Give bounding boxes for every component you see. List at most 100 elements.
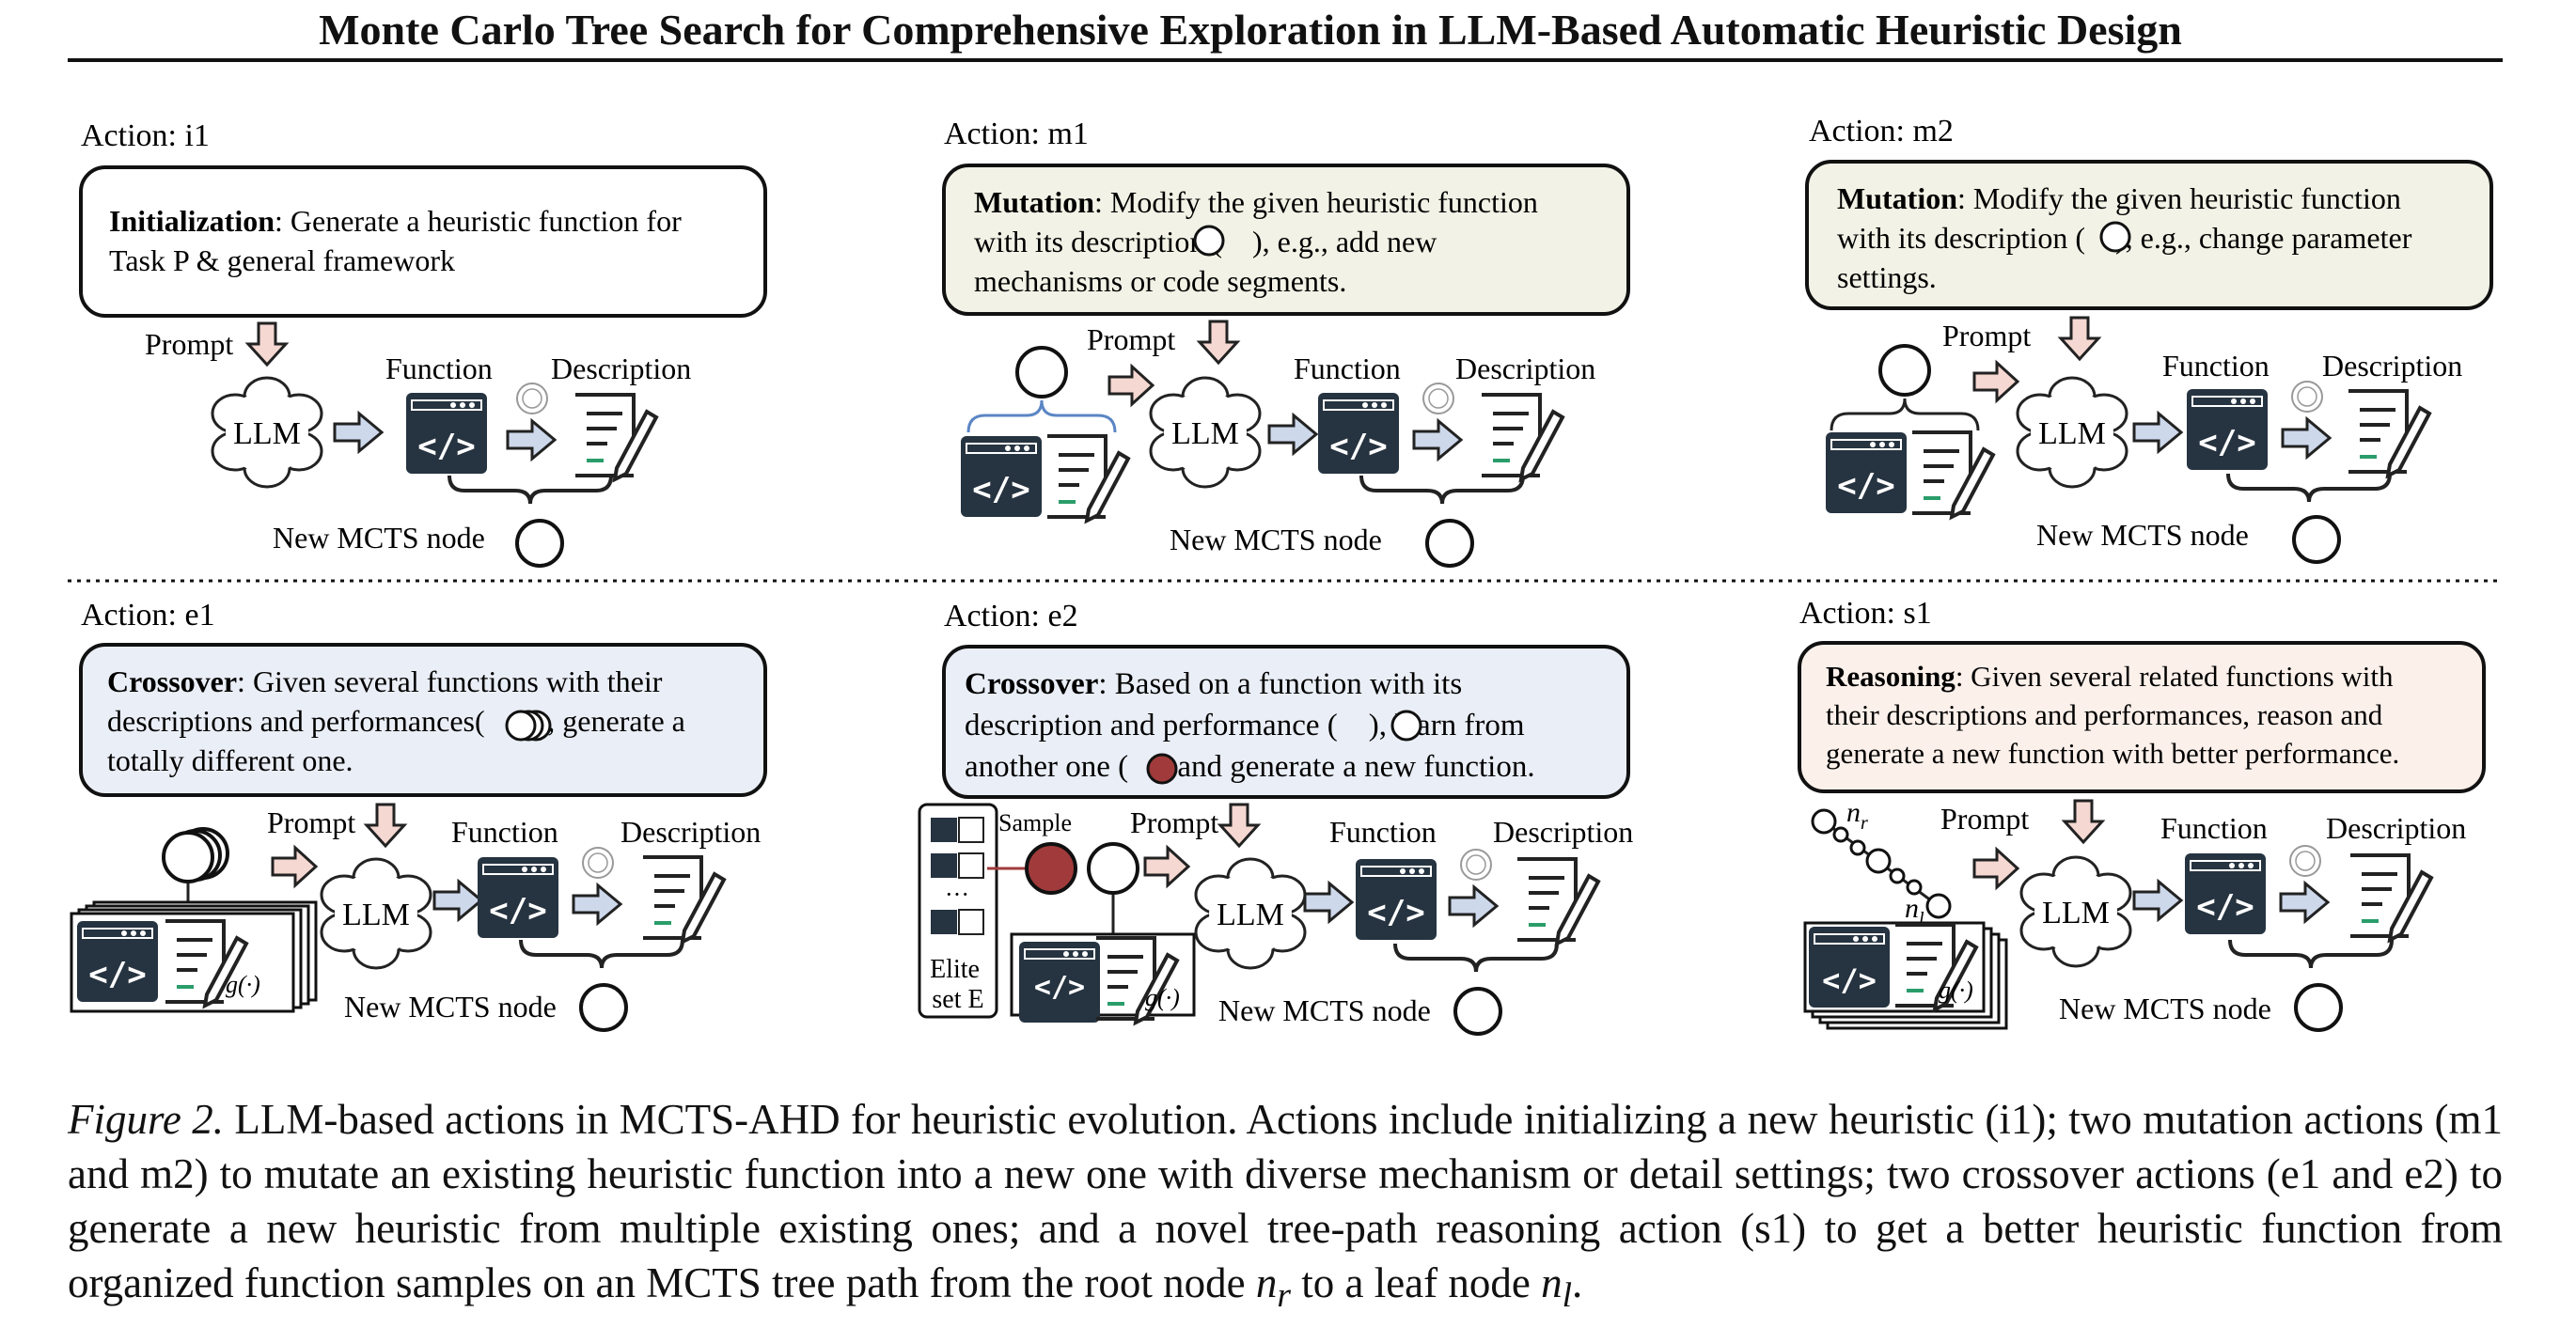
prompt-arrow-e1 — [365, 803, 406, 848]
description-label-s1: Description — [2326, 811, 2466, 845]
action-label-e2: Action: e2 — [944, 599, 1078, 633]
brace-m2 — [2226, 472, 2392, 504]
llm-label-e1: LLM — [342, 898, 410, 932]
inline-red-node-e2 — [1146, 753, 1178, 785]
elite-set-e2 — [918, 803, 998, 1019]
pink-arrow-m1 — [1107, 365, 1154, 406]
new-node-e2 — [1453, 987, 1502, 1036]
box-e1-line2: descriptions and performances( ), genera… — [107, 704, 685, 738]
code-glyph-parent-e2: </> — [1034, 971, 1085, 1004]
box-m2-line1: : Modify the given heuristic function — [1957, 181, 2401, 215]
doc-icon-m1 — [1480, 393, 1564, 481]
stacked-parent-nodes-e1 — [162, 827, 229, 883]
root-node-sub-s1: r — [1861, 813, 1868, 834]
box-m2-bold: Mutation — [1837, 181, 1957, 215]
box-e2-line3: another one ( ) and generate a new funct… — [965, 750, 1535, 784]
description-label-m2: Description — [2322, 349, 2462, 383]
g-func-e2: g(·) — [1145, 984, 1180, 1011]
box-i1 — [79, 165, 767, 318]
code-glyph-parent-s1: </> — [1822, 962, 1877, 998]
box-m1-bold: Mutation — [974, 185, 1094, 219]
inline-node-e2 — [1390, 710, 1422, 742]
description-label-e2: Description — [1493, 815, 1633, 849]
parent-brace-m1 — [966, 399, 1117, 433]
arrow-function-description-e1 — [572, 883, 622, 925]
caption-end: . — [1572, 1259, 1583, 1306]
llm-label-e2: LLM — [1217, 898, 1284, 932]
caption-mid: to a leaf node — [1290, 1259, 1542, 1306]
leaf-node-sub-s1: l — [1919, 909, 1924, 930]
box-e2-bold: Crossover — [965, 667, 1098, 701]
action-label-i1: Action: i1 — [81, 118, 210, 153]
pink-arrow-e2 — [1143, 846, 1190, 887]
elite-label-e2: Elite set E — [930, 955, 986, 1014]
prompt-label-m1: Prompt — [1087, 322, 1175, 356]
box-e1-line1: : Given several functions with their — [237, 664, 663, 698]
sample-label-e2: Sample — [998, 809, 1072, 836]
box-e1 — [79, 643, 767, 797]
arrow-llm-function-m1 — [1267, 414, 1318, 455]
paper-title: Monte Carlo Tree Search for Comprehensiv… — [319, 6, 2182, 54]
pink-arrow-e1 — [271, 846, 318, 887]
function-label-m1: Function — [1294, 352, 1401, 385]
prompt-label-e2: Prompt — [1130, 805, 1218, 839]
description-label-i1: Description — [551, 352, 691, 385]
new-node-label-m1: New MCTS node — [1170, 523, 1382, 556]
box-i1-line1: : Generate a heuristic function for — [275, 204, 682, 238]
new-node-label-i1: New MCTS node — [273, 521, 485, 555]
brace-e2 — [1393, 942, 1559, 974]
box-i1-bold: Initialization — [109, 204, 275, 238]
doc-icon-e1 — [641, 855, 726, 944]
parent-node-e2 — [1087, 842, 1139, 895]
arrow-llm-function-e1 — [432, 880, 483, 921]
function-label-i1: Function — [385, 352, 493, 385]
arrow-function-description-s1 — [2279, 882, 2330, 923]
llm-label-m2: LLM — [2038, 416, 2106, 451]
inline-node-m2 — [2099, 221, 2131, 253]
mini-llm-icon-m2 — [2291, 381, 2323, 413]
caption-leaf-sub: l — [1562, 1276, 1573, 1315]
caption-root-sub: r — [1277, 1276, 1291, 1315]
parent-node-m1 — [1015, 346, 1068, 399]
inline-node-m1 — [1193, 225, 1225, 257]
arrow-function-description-m1 — [1412, 419, 1463, 461]
arrow-llm-function-e2 — [1303, 882, 1354, 923]
box-e2 — [942, 645, 1630, 799]
llm-label-m1: LLM — [1171, 416, 1239, 451]
new-node-s1 — [2294, 983, 2343, 1032]
box-s1-line1: : Given several related functions with — [1956, 660, 2394, 693]
code-glyph-e2: </> — [1367, 894, 1424, 931]
box-m1 — [942, 164, 1630, 316]
box-e2-line1: : Based on a function with its — [1098, 667, 1462, 701]
code-glyph-parent-m1: </> — [972, 471, 1029, 508]
mini-llm-icon-s1 — [2289, 845, 2321, 877]
new-node-e1 — [579, 983, 628, 1032]
new-node-label-e2: New MCTS node — [1218, 993, 1431, 1027]
code-glyph-s1: </> — [2196, 888, 2254, 926]
arrow-function-description-e2 — [1448, 885, 1499, 927]
root-node-n-s1: n — [1846, 797, 1861, 828]
box-i1-text: Initialization: Generate a heuristic fun… — [109, 204, 689, 277]
pink-arrow-m2 — [1972, 361, 2019, 402]
box-s1-text: Reasoning: Given several related functio… — [1826, 660, 2400, 770]
code-glyph-parent-m2: </> — [1837, 467, 1894, 505]
box-s1-bold: Reasoning — [1826, 660, 1956, 693]
prompt-arrow-m1 — [1198, 320, 1239, 365]
new-node-label-e1: New MCTS node — [344, 990, 557, 1024]
box-e1-text: Crossover: Given several functions with … — [107, 664, 693, 777]
prompt-label-i1: Prompt — [145, 327, 233, 361]
doc-icon-parent-m1 — [1045, 434, 1130, 523]
function-label-e1: Function — [451, 815, 558, 849]
title-rule — [68, 58, 2503, 62]
prompt-label-s1: Prompt — [1940, 802, 2029, 836]
caption-leaf-n: n — [1541, 1259, 1563, 1306]
elite-dots-e2: ··· — [945, 881, 969, 908]
code-glyph-i1: </> — [417, 428, 475, 465]
prompt-arrow-e2 — [1218, 803, 1260, 848]
g-func-e1: g(·) — [226, 971, 260, 998]
box-e1-line3: totally different one. — [107, 743, 353, 777]
root-node-label-s1: nr — [1846, 797, 1868, 834]
new-node-i1 — [515, 519, 564, 568]
g-func-s1: g(·) — [1939, 977, 1973, 1004]
parent-node-m2 — [1878, 344, 1931, 397]
